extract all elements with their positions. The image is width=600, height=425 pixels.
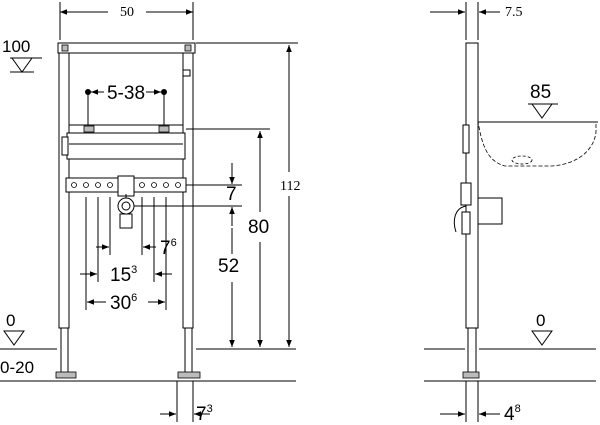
basin-height-marker: 85 xyxy=(528,82,558,119)
dimension-7-6-label: 76 xyxy=(160,237,177,259)
side-drain-pipe xyxy=(453,197,503,233)
dimension-15-3: 153 xyxy=(80,197,172,286)
top-height-label: 100 xyxy=(2,37,30,56)
basin-outline xyxy=(477,121,598,167)
side-floor-label: 0 xyxy=(536,311,545,330)
basin-mounting-plate xyxy=(61,124,186,160)
floor-range-label: 0-20 xyxy=(0,358,34,377)
depth-dimension: 7.5 xyxy=(430,2,523,40)
dimension-112: 112 xyxy=(196,42,300,347)
drain-trap xyxy=(117,175,135,229)
side-frame-profile xyxy=(460,42,480,379)
dimension-7: 7 xyxy=(134,163,242,226)
depth-label: 7.5 xyxy=(505,5,523,20)
dimension-30-6: 306 xyxy=(85,197,167,314)
dimension-4-8: 48 xyxy=(440,381,521,425)
front-floor-label: 0 xyxy=(6,311,15,330)
frame-top-rail xyxy=(57,42,196,54)
dimension-52: 52 xyxy=(218,228,239,347)
dimension-52-label: 52 xyxy=(218,256,239,277)
dimension-80-label: 80 xyxy=(248,217,269,238)
dimension-15-3-label: 153 xyxy=(110,264,137,286)
side-floor: 0 xyxy=(424,311,596,382)
dimension-4-8-label: 48 xyxy=(504,403,521,425)
dimension-112-label: 112 xyxy=(280,179,300,194)
dimension-7-3: 73 xyxy=(160,381,213,425)
front-view: 50 100 xyxy=(0,2,300,425)
frame-right-upright xyxy=(177,52,201,379)
rod-spacing-label: 5-38 xyxy=(107,83,145,104)
width-label: 50 xyxy=(120,5,134,20)
dimension-7-3-label: 73 xyxy=(196,403,213,425)
dimension-30-6-label: 306 xyxy=(110,292,137,314)
frame-left-upright xyxy=(55,52,77,379)
dimension-80: 80 xyxy=(186,128,270,347)
top-height-marker: 100 xyxy=(2,37,42,73)
mounting-rods: 5-38 xyxy=(85,83,167,130)
dimension-7-label: 7 xyxy=(226,184,237,205)
front-floor: 0 0-20 xyxy=(0,311,296,382)
basin-height-label: 85 xyxy=(530,82,551,103)
side-view: 7.5 85 xyxy=(424,2,598,425)
width-dimension: 50 xyxy=(59,2,194,40)
